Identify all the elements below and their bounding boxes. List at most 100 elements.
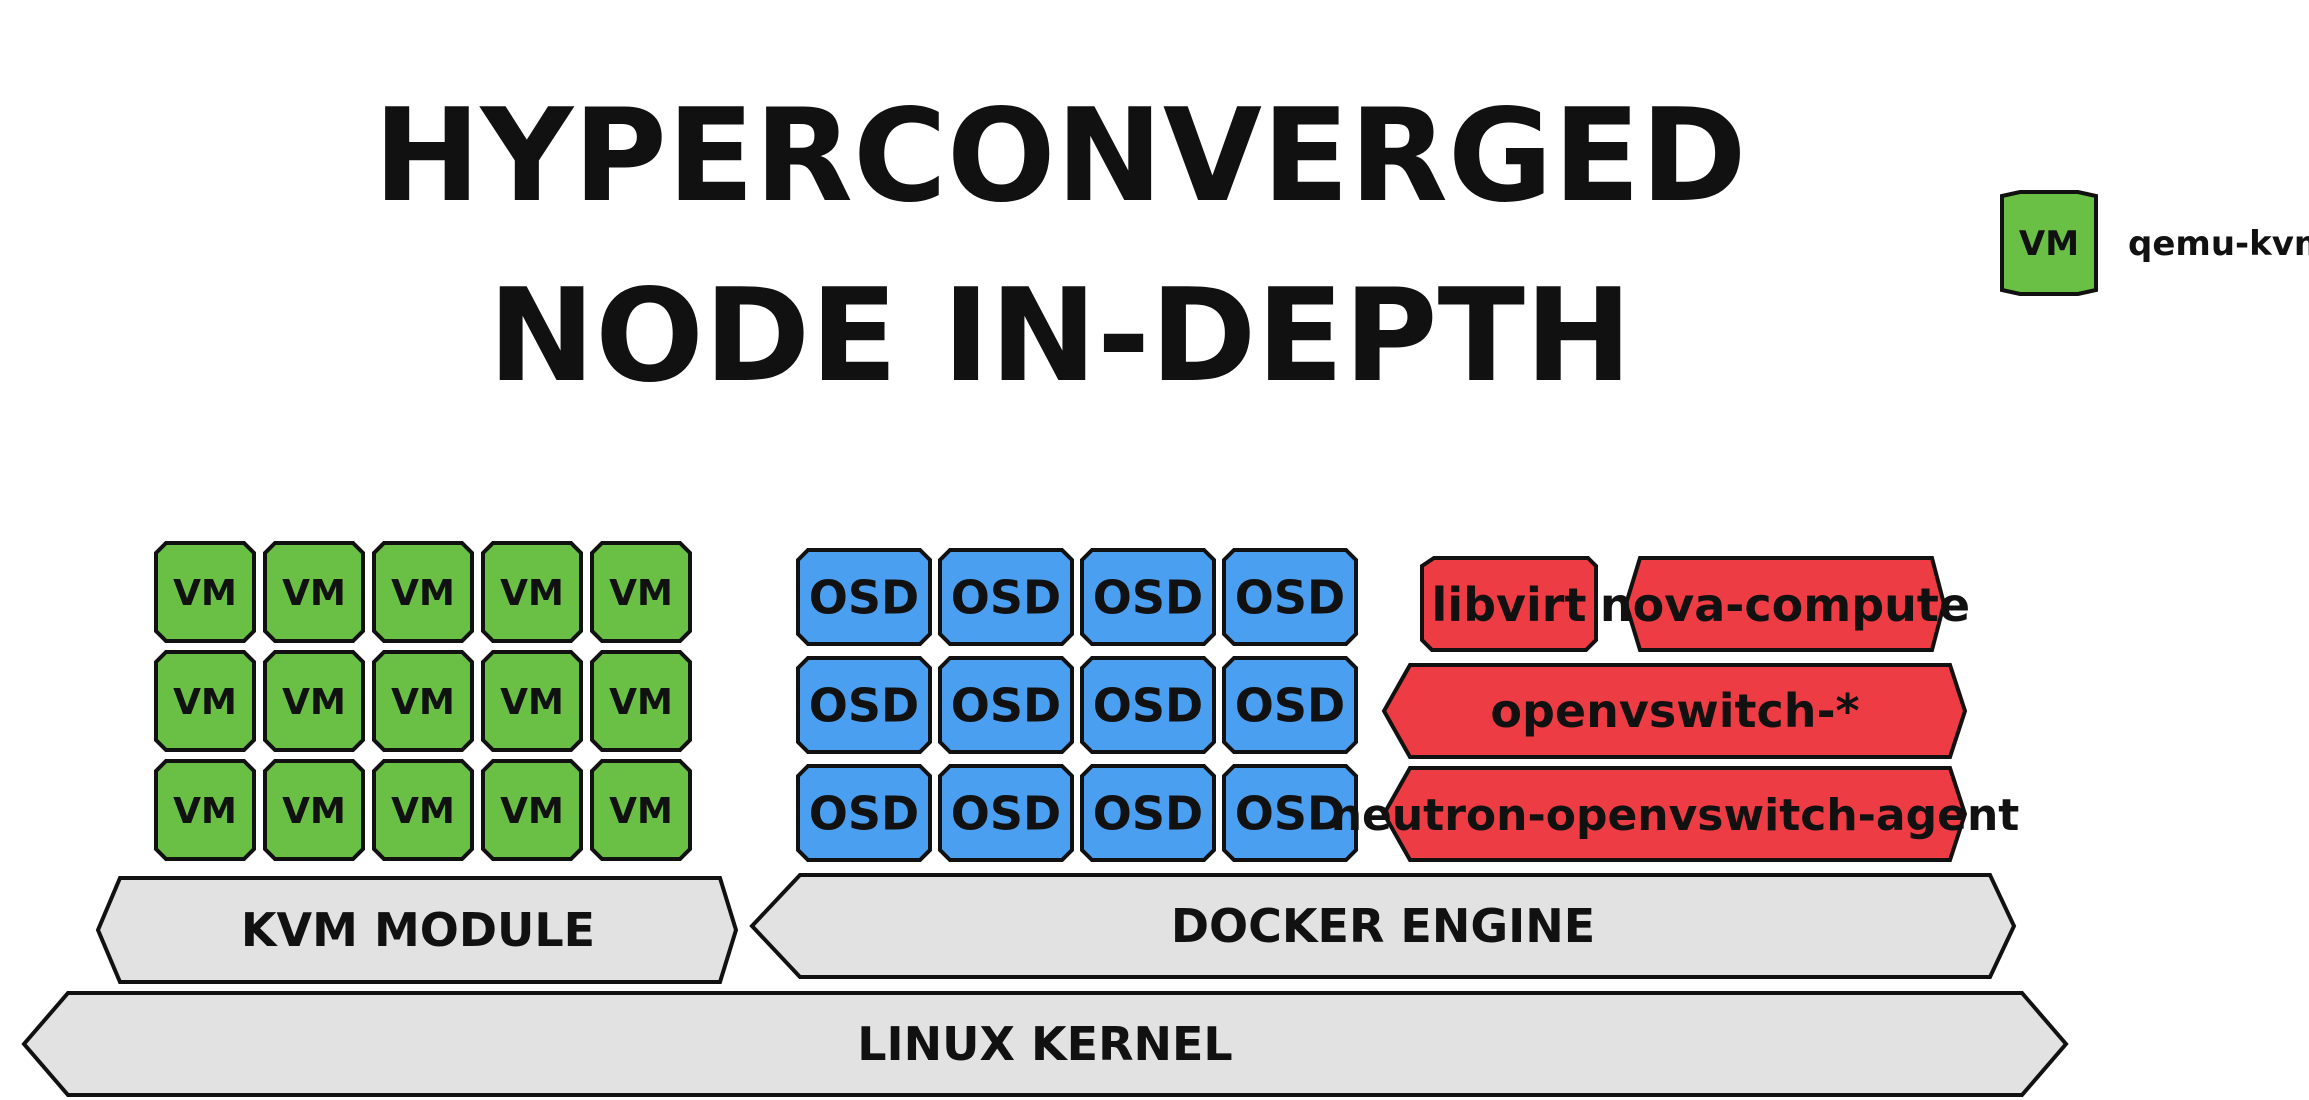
- vm-tile-r2-c5-box: [590, 650, 692, 752]
- vm-tile-r2-c2-box: [263, 650, 365, 752]
- osd-tile-r1-c1-label: OSD: [809, 571, 919, 625]
- service-openvswitch-box: [1381, 663, 1968, 759]
- vm-tile-r2-c4-box: [481, 650, 583, 752]
- vm-tile-r3-c1-box: [154, 759, 256, 861]
- osd-tile-r2-c2: OSD: [938, 656, 1074, 754]
- vm-tile-r1-c2: VM: [263, 541, 365, 643]
- osd-tile-r3-c3: OSD: [1080, 764, 1216, 862]
- vm-tile-r2-c2: VM: [263, 650, 365, 752]
- osd-tile-r2-c4: OSD: [1222, 656, 1358, 754]
- osd-tile-r2-c4-box: [1222, 656, 1358, 754]
- service-neutron-agent-box: [1381, 766, 1968, 862]
- vm-tile-r3-c3: VM: [372, 759, 474, 861]
- vm-tile-r1-c3-box: [372, 541, 474, 643]
- legend-vm-label: VM: [2019, 224, 2079, 264]
- osd-tile-r2-c3-label: OSD: [1093, 679, 1203, 733]
- vm-tile-r2-c4-label: VM: [500, 682, 564, 723]
- layer-kvm-module-box: [95, 876, 739, 984]
- layer-docker-engine-box: [749, 873, 2017, 979]
- vm-tile-r2-c3-label: VM: [391, 682, 455, 723]
- osd-tile-r3-c1: OSD: [796, 764, 932, 862]
- osd-tile-r1-c3: OSD: [1080, 548, 1216, 646]
- vm-tile-r1-c3: VM: [372, 541, 474, 643]
- service-libvirt-label: libvirt: [1432, 578, 1587, 632]
- vm-tile-r2-c1: VM: [154, 650, 256, 752]
- vm-tile-r1-c1-label: VM: [173, 573, 237, 614]
- vm-tile-r1-c3-label: VM: [391, 573, 455, 614]
- layer-kvm-module: KVM MODULE: [95, 876, 739, 984]
- vm-tile-r2-c1-box: [154, 650, 256, 752]
- service-openvswitch: openvswitch-*: [1381, 663, 1968, 759]
- osd-tile-r3-c4-box: [1222, 764, 1358, 862]
- vm-tile-r3-c5-label: VM: [609, 791, 673, 832]
- osd-tile-r2-c1: OSD: [796, 656, 932, 754]
- service-neutron-agent: neutron-openvswitch-agent: [1331, 766, 2020, 862]
- osd-tile-r2-c1-box: [796, 656, 932, 754]
- layer-docker-engine: DOCKER ENGINE: [749, 873, 2017, 979]
- vm-tile-r3-c1: VM: [154, 759, 256, 861]
- vm-tile-r2-c2-label: VM: [282, 682, 346, 723]
- osd-tile-r3-c1-box: [796, 764, 932, 862]
- vm-tile-r2-c5: VM: [590, 650, 692, 752]
- service-libvirt: libvirt: [1420, 556, 1598, 652]
- vm-tile-r3-c2-label: VM: [282, 791, 346, 832]
- osd-tile-r1-c4: OSD: [1222, 548, 1358, 646]
- osd-tile-r2-c2-label: OSD: [951, 679, 1061, 733]
- osd-tile-r1-c1-box: [796, 548, 932, 646]
- vm-tile-r1-c2-label: VM: [282, 573, 346, 614]
- vm-tile-r1-c5-label: VM: [609, 573, 673, 614]
- vm-grid: VM VM VM VM VM VM VM VM VM VM VM VM VM VM VM: [154, 541, 692, 861]
- layer-docker-engine-label: DOCKER ENGINE: [1171, 899, 1595, 953]
- osd-tile-r1-c4-box: [1222, 548, 1358, 646]
- osd-tile-r3-c3-label: OSD: [1093, 787, 1203, 841]
- service-nova-compute: nova-compute: [1600, 556, 1970, 652]
- vm-tile-r1-c1: VM: [154, 541, 256, 643]
- osd-tile-r1-c3-label: OSD: [1093, 571, 1203, 625]
- osd-tile-r1-c4-label: OSD: [1235, 571, 1345, 625]
- vm-tile-r1-c2-box: [263, 541, 365, 643]
- osd-tile-r3-c3-box: [1080, 764, 1216, 862]
- osd-tile-r1-c1: OSD: [796, 548, 932, 646]
- osd-tile-r3-c4: OSD: [1222, 764, 1358, 862]
- osd-tile-r3-c4-label: OSD: [1235, 787, 1345, 841]
- legend-vm-box: [2000, 190, 2098, 296]
- vm-tile-r1-c5: VM: [590, 541, 692, 643]
- vm-tile-r1-c4: VM: [481, 541, 583, 643]
- vm-tile-r3-c5-box: [590, 759, 692, 861]
- osd-tile-r3-c2-label: OSD: [951, 787, 1061, 841]
- vm-tile-r2-c3-box: [372, 650, 474, 752]
- osd-tile-r2-c1-label: OSD: [809, 679, 919, 733]
- osd-tile-r1-c2: OSD: [938, 548, 1074, 646]
- service-nova-compute-label: nova-compute: [1600, 578, 1970, 632]
- service-libvirt-box: [1420, 556, 1598, 652]
- osd-tile-r1-c2-box: [938, 548, 1074, 646]
- vm-tile-r2-c3: VM: [372, 650, 474, 752]
- osd-tile-r1-c2-label: OSD: [951, 571, 1061, 625]
- vm-tile-r3-c2-box: [263, 759, 365, 861]
- vm-tile-r3-c2: VM: [263, 759, 365, 861]
- vm-tile-r3-c1-label: VM: [173, 791, 237, 832]
- vm-tile-r1-c4-box: [481, 541, 583, 643]
- vm-tile-r3-c4-label: VM: [500, 791, 564, 832]
- title-line-2: NODE IN-DEPTH: [488, 262, 1632, 411]
- vm-tile-r2-c5-label: VM: [609, 682, 673, 723]
- vm-tile-r1-c5-box: [590, 541, 692, 643]
- vm-tile-r1-c4-label: VM: [500, 573, 564, 614]
- layer-kvm-module-label: KVM MODULE: [241, 903, 595, 957]
- vm-tile-r3-c3-label: VM: [391, 791, 455, 832]
- osd-grid: OSD OSD OSD OSD OSD OSD OSD OSD OSD OSD OSD OSD: [796, 548, 1358, 862]
- layer-linux-kernel-label: LINUX KERNEL: [857, 1017, 1232, 1071]
- service-openvswitch-label: openvswitch-*: [1490, 684, 1859, 738]
- vm-tile-r3-c4: VM: [481, 759, 583, 861]
- service-neutron-agent-label: neutron-openvswitch-agent: [1331, 790, 2020, 841]
- osd-tile-r2-c3: OSD: [1080, 656, 1216, 754]
- vm-tile-r3-c5: VM: [590, 759, 692, 861]
- service-nova-compute-box: [1623, 556, 1947, 652]
- legend: VM qemu-kvm: [2000, 190, 2309, 296]
- osd-tile-r1-c3-box: [1080, 548, 1216, 646]
- osd-tile-r2-c3-box: [1080, 656, 1216, 754]
- osd-tile-r2-c4-label: OSD: [1235, 679, 1345, 733]
- title-line-1: HYPERCONVERGED: [373, 82, 1746, 231]
- osd-tile-r2-c2-box: [938, 656, 1074, 754]
